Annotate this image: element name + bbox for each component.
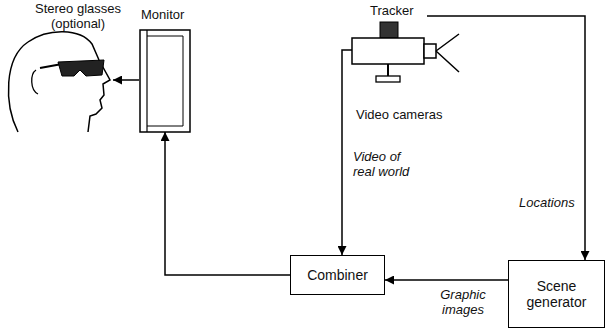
camera-lens bbox=[424, 44, 436, 58]
signal-arrow bbox=[165, 132, 290, 275]
stereo-glasses bbox=[58, 60, 104, 76]
monitor-display-drawing bbox=[133, 8, 198, 132]
process-box: Combiner bbox=[290, 255, 385, 295]
callout-label: Stereo glasses (optional) bbox=[28, 2, 128, 32]
camera-body bbox=[352, 38, 424, 64]
viewer-head bbox=[9, 32, 110, 132]
box-label: Combiner bbox=[307, 267, 368, 283]
monitor-screen-edge bbox=[146, 30, 147, 132]
display-arrow bbox=[113, 79, 139, 81]
part-label: Video cameras bbox=[356, 108, 442, 123]
connector-label: Graphic images bbox=[426, 288, 500, 318]
view-cone bbox=[436, 34, 459, 72]
camera-base bbox=[376, 76, 400, 82]
process-box: Scene generator bbox=[508, 260, 605, 328]
signal-arrow bbox=[427, 16, 585, 260]
signal-arrow bbox=[385, 279, 508, 281]
ear bbox=[32, 70, 38, 94]
part-label: Tracker bbox=[370, 4, 414, 19]
box-label: Scene generator bbox=[519, 278, 595, 310]
camera-stand bbox=[387, 64, 389, 76]
monitor-case bbox=[140, 30, 190, 132]
signal-arrow bbox=[342, 50, 352, 255]
connector-label: Video of real world bbox=[352, 150, 424, 180]
part-label: Monitor bbox=[141, 8, 184, 23]
tracker-sensor bbox=[380, 22, 398, 38]
monitor-display: Monitor bbox=[133, 8, 198, 132]
connector-label: Locations bbox=[518, 196, 576, 211]
head-outline bbox=[9, 32, 110, 132]
tracker-camera: TrackerVideo cameras bbox=[352, 2, 427, 128]
monitor-bezel bbox=[147, 36, 183, 126]
